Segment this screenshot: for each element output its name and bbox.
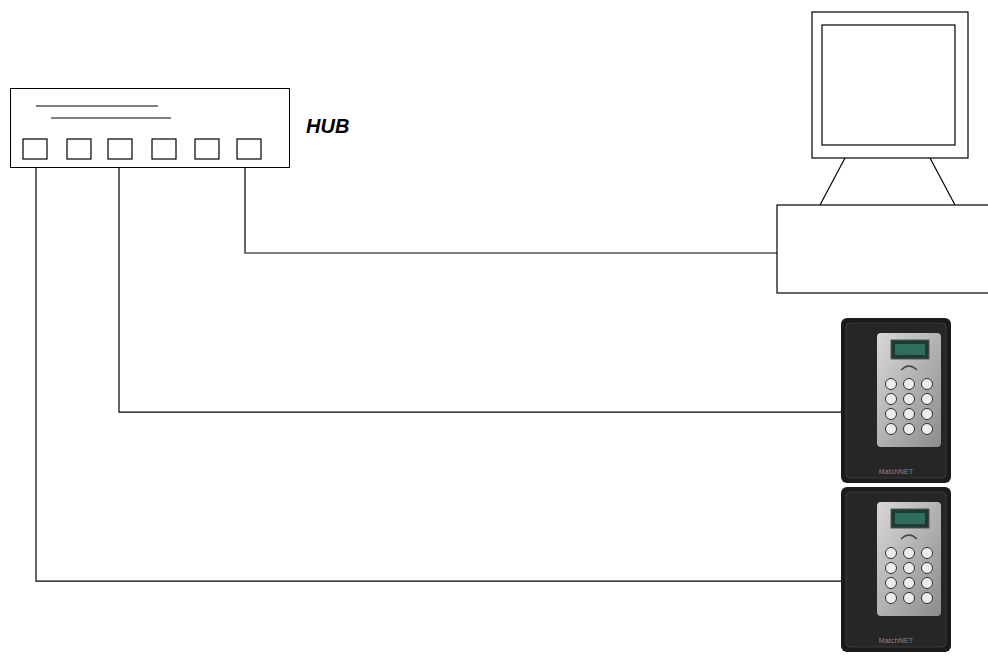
monitor-screen <box>822 25 955 145</box>
lcd-glow <box>895 513 925 524</box>
keypad-key <box>922 394 933 405</box>
card-symbol <box>901 366 917 370</box>
hub-port <box>237 139 261 159</box>
lcd-glow <box>895 344 925 355</box>
keypad-key <box>922 379 933 390</box>
keypad-key <box>904 379 915 390</box>
keypad-key <box>922 409 933 420</box>
lcd-display <box>891 340 929 359</box>
network-hub: HUB <box>10 88 290 168</box>
hub-port <box>23 139 47 159</box>
keypad-key <box>922 424 933 435</box>
network-cable <box>36 168 841 581</box>
keypad-illustration <box>841 487 951 652</box>
keypad-key <box>904 394 915 405</box>
keypad-key <box>904 409 915 420</box>
network-cable <box>119 168 841 412</box>
device-housing <box>841 487 951 652</box>
hub-port <box>67 139 91 159</box>
monitor-stand <box>930 158 955 205</box>
keypad-key <box>886 563 897 574</box>
device-bezel <box>846 492 946 647</box>
keypad-key <box>886 578 897 589</box>
network-cable <box>245 158 777 253</box>
keypad-key <box>922 593 933 604</box>
hub-port <box>195 139 219 159</box>
hub-line <box>36 105 158 106</box>
hub-port <box>108 139 132 159</box>
keypad-key <box>904 548 915 559</box>
access-terminal: MatchNET <box>841 487 951 652</box>
device-bezel <box>846 323 946 478</box>
lcd-display <box>891 509 929 528</box>
keypad-key <box>904 578 915 589</box>
device-label: HUB <box>306 115 349 138</box>
keypad-key <box>922 548 933 559</box>
hub-port <box>152 139 176 159</box>
monitor-stand <box>820 158 845 205</box>
keypad-key <box>886 379 897 390</box>
computer-base <box>777 205 988 293</box>
keypad-illustration <box>841 318 951 483</box>
hub-line <box>51 117 171 118</box>
monitor-frame <box>812 12 968 158</box>
brand-label: MatchNET <box>879 637 914 644</box>
keypad-key <box>922 578 933 589</box>
brand-label: MatchNET <box>879 468 914 475</box>
keypad-key <box>904 593 915 604</box>
card-symbol <box>901 535 917 539</box>
keypad-key <box>886 394 897 405</box>
keypad-key <box>886 548 897 559</box>
hub-ports <box>11 89 289 167</box>
keypad-key <box>886 409 897 420</box>
keypad-key <box>904 424 915 435</box>
device-housing <box>841 318 951 483</box>
keypad-key <box>922 563 933 574</box>
keypad-key <box>886 593 897 604</box>
keypad-plate <box>877 333 941 447</box>
keypad-key <box>904 563 915 574</box>
access-terminal: MatchNET <box>841 318 951 483</box>
keypad-key <box>886 424 897 435</box>
keypad-plate <box>877 502 941 616</box>
